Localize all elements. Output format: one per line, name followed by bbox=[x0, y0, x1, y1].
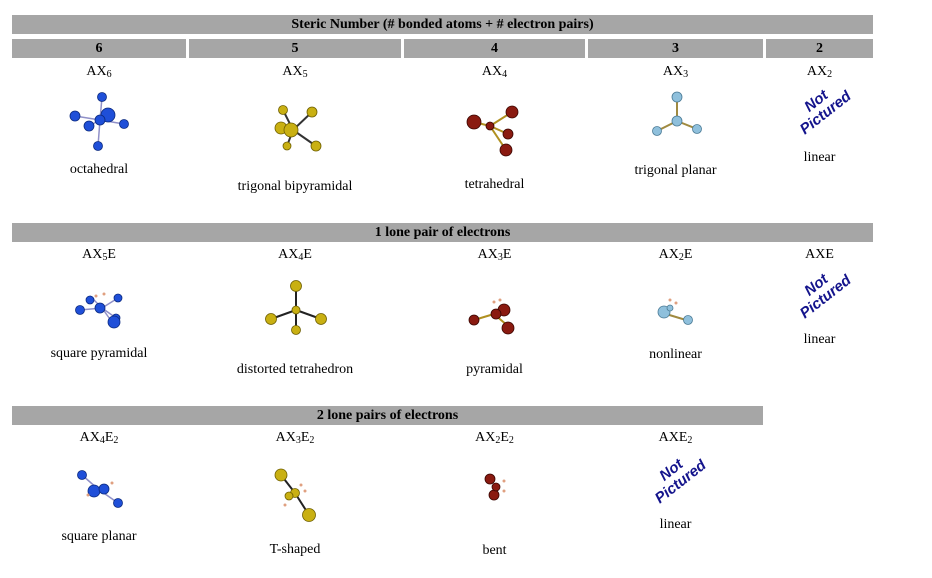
column-header-3: 3 bbox=[588, 39, 763, 58]
formula: AX3E2 bbox=[275, 430, 315, 446]
trigonal-bipyramidal-molecule-image bbox=[274, 105, 322, 152]
shape-label: square pyramidal bbox=[50, 346, 148, 361]
trigonal-planar-molecule-image bbox=[652, 91, 702, 136]
formula: AX6 bbox=[86, 64, 112, 80]
shape-label: octahedral bbox=[69, 162, 129, 177]
formula: AX4E2 bbox=[79, 430, 119, 446]
bent-molecule-image bbox=[484, 473, 506, 501]
distorted-tetrahedron-molecule-image bbox=[265, 280, 327, 335]
one-lone-pair-header: 1 lone pair of electrons bbox=[12, 223, 873, 242]
formula: AX2E bbox=[658, 247, 693, 263]
octahedral-molecule-image bbox=[69, 92, 129, 151]
shape-label: T-shaped bbox=[269, 542, 321, 557]
shape-label: pyramidal bbox=[466, 362, 523, 377]
shape-label: nonlinear bbox=[649, 347, 702, 362]
cell-ax2e2: AX2E2 bent bbox=[404, 429, 585, 574]
column-header-6: 6 bbox=[12, 39, 186, 58]
cell-ax6: AX6 octahedral bbox=[12, 62, 186, 212]
shape-label: trigonal bipyramidal bbox=[237, 179, 353, 194]
shape-label: linear bbox=[803, 332, 836, 347]
shape-label: bent bbox=[482, 543, 507, 558]
formula: AX4E bbox=[278, 247, 312, 263]
tetrahedral-molecule-image bbox=[466, 105, 519, 157]
shape-label: linear bbox=[803, 150, 836, 165]
formula: AXE bbox=[805, 247, 834, 262]
column-header-4: 4 bbox=[404, 39, 585, 58]
steric-number-header: Steric Number (# bonded atoms + # electr… bbox=[12, 15, 873, 34]
cell-ax3e2: AX3E2 T-shaped bbox=[189, 429, 401, 574]
cell-ax2e: AX2E nonlinear bbox=[588, 246, 763, 396]
cell-ax3e: AX3E pyramidal bbox=[404, 246, 585, 396]
formula: AX3 bbox=[662, 64, 689, 80]
column-header-2: 2 bbox=[766, 39, 873, 58]
cell-ax4e: AX4E distorted tetrahedron bbox=[189, 246, 401, 396]
square-pyramidal-molecule-image bbox=[75, 292, 123, 329]
shape-label: distorted tetrahedron bbox=[236, 362, 354, 377]
cell-ax5: AX5 trigonal bipyramidal bbox=[189, 62, 401, 212]
two-lone-pairs-header: 2 lone pairs of electrons bbox=[12, 406, 763, 425]
formula: AX5E bbox=[82, 247, 116, 263]
formula: AXE2 bbox=[658, 430, 693, 446]
t-shaped-molecule-image bbox=[274, 468, 316, 522]
column-header-5: 5 bbox=[189, 39, 401, 58]
cell-ax3: AX3 trigonal planar bbox=[588, 62, 763, 212]
square-planar-molecule-image bbox=[77, 470, 123, 508]
formula: AX4 bbox=[481, 64, 508, 80]
shape-label: tetrahedral bbox=[464, 177, 525, 192]
cell-ax5e: AX5E square pyramidal bbox=[12, 246, 186, 396]
formula: AX3E bbox=[477, 247, 512, 263]
formula: AX5 bbox=[282, 64, 308, 80]
cell-ax4: AX4 tetrahedral bbox=[404, 62, 585, 212]
nonlinear-molecule-image bbox=[657, 298, 693, 325]
formula: AX2E2 bbox=[475, 430, 514, 446]
shape-label: trigonal planar bbox=[634, 163, 717, 178]
cell-ax4e2: AX4E2 square planar bbox=[12, 429, 186, 574]
pyramidal-molecule-image bbox=[468, 298, 515, 335]
shape-label: linear bbox=[659, 517, 692, 532]
formula: AX2 bbox=[806, 64, 833, 80]
shape-label: square planar bbox=[61, 529, 137, 544]
